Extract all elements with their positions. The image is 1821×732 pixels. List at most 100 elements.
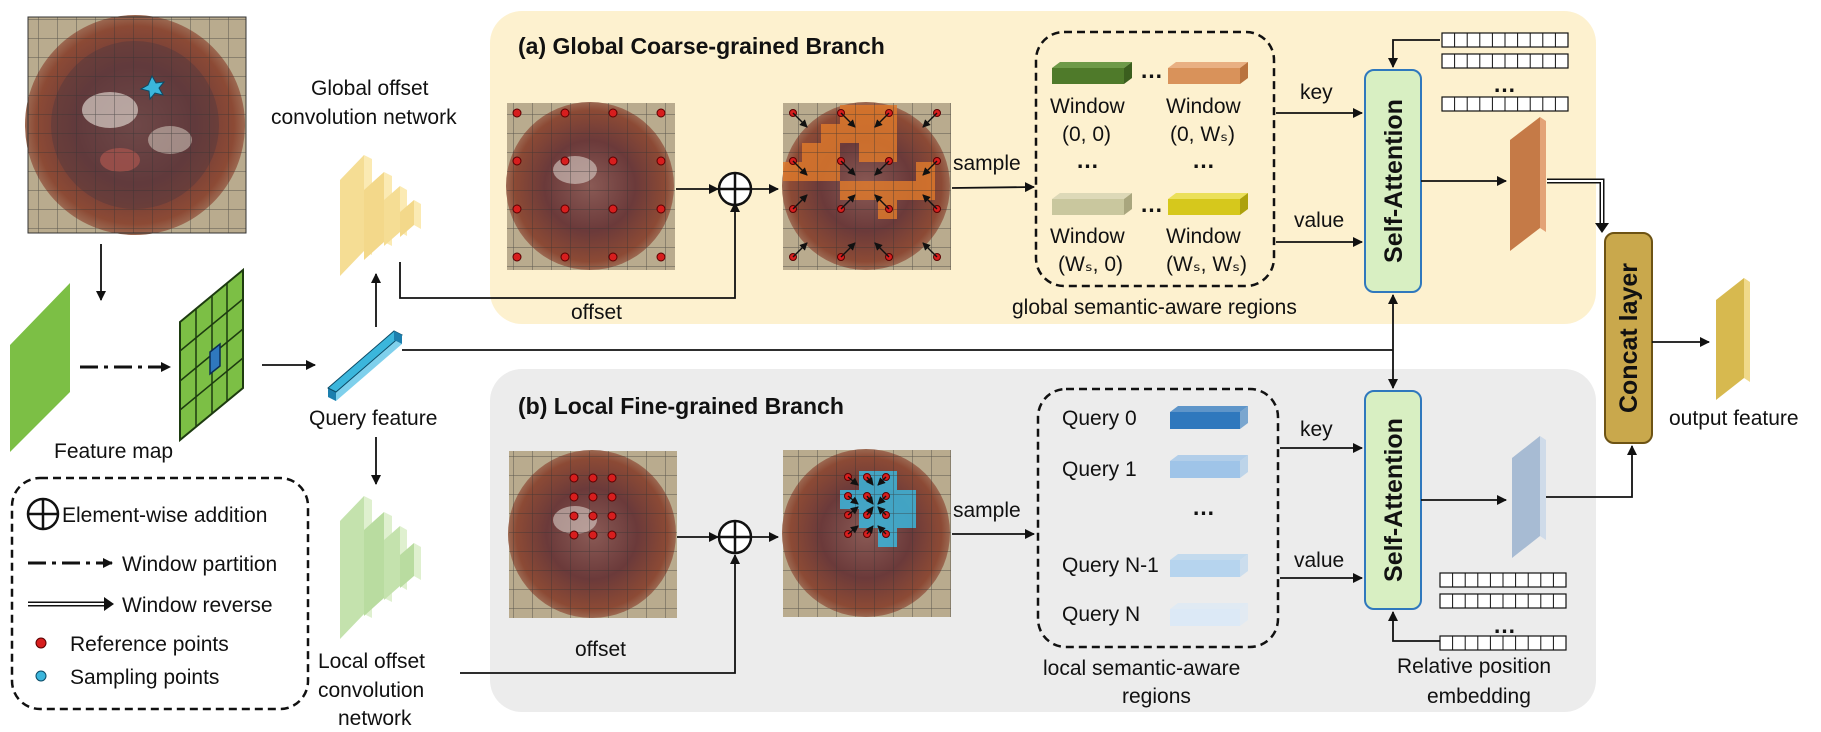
global-value-label: value [1294,209,1344,232]
global-sample-label: sample [953,152,1021,175]
offset-arrow [865,476,874,486]
reference-point [656,204,666,214]
local-queries-box [1036,387,1280,649]
reference-point [569,473,579,483]
window-ws-ws [1168,193,1248,215]
offset-arrow [792,160,808,176]
query-bar-top [1170,554,1248,560]
query-feature-label: Query feature [309,407,437,430]
reference-point [588,492,598,502]
reference-point [569,492,579,502]
reference-point [588,530,598,540]
offset-arrow [922,194,938,210]
local-reference-image [508,450,677,618]
local-offset-net-label-3: network [338,707,412,730]
global-offset-label: offset [571,301,622,324]
legend-reference-label: Reference points [70,633,229,656]
output-feature-patch [1716,278,1750,400]
reference-point [569,511,579,521]
offset-arrow [874,194,890,210]
local-element-wise-add-icon [717,519,753,555]
query-bar [1170,412,1240,429]
reference-point [560,204,570,214]
offset-arrow [877,506,887,516]
input-image [25,15,247,235]
reference-point [512,108,522,118]
reference-point [607,492,617,502]
reference-point [560,252,570,262]
global-ellipsis-top: … [1140,57,1163,83]
query-bar-side [1240,455,1248,478]
feature-map-slab [10,283,70,452]
window-ws-0-index: (Wₛ, 0) [1058,253,1123,276]
global-embedding-arrow [1388,39,1440,68]
local-self-attention-label: Self-Attention [1380,418,1408,582]
window-0-ws-index: (0, Wₛ) [1170,123,1235,146]
local-offset-net-label-2: convolution [318,679,424,702]
relative-position-label-2: embedding [1427,685,1531,708]
offset-arrow [865,495,874,505]
reference-point [656,108,666,118]
window-ws-0-name: Window [1050,225,1126,248]
offset-arrow [865,525,874,535]
offset-arrow [922,160,938,176]
reference-point [588,511,598,521]
offset-arrow [792,194,808,210]
legend-sampling-label: Sampling points [70,666,219,689]
local-branch-panel [490,369,1596,712]
global-output-patch [1510,117,1546,251]
local-position-embeddings [1439,572,1567,651]
legend-addition-icon [26,497,60,531]
global-windows-box [1034,30,1276,288]
offset-arrow [840,112,856,128]
query-bar-top [1170,406,1248,412]
query-bar-top [1170,455,1248,461]
window-0-ws-name: Window [1166,95,1242,118]
local-output-patch [1512,436,1546,558]
offset-arrow [847,525,859,535]
query-star-icon [139,74,166,101]
local-to-concat-arrow [1546,445,1637,498]
query-n-1-label: Query N-1 [1062,554,1159,577]
global-ellipsis-right: … [1192,147,1215,173]
legend-reverse-label: Window reverse [122,594,273,617]
global-position-embeddings [1441,32,1569,112]
local-offset-arrow [460,554,740,674]
local-embedding-arrow [1388,611,1440,642]
reference-point [607,530,617,540]
query-bar [1170,609,1240,626]
global-offset-network-icon [340,155,421,276]
query-feature-bar [327,330,403,401]
legend-reference-dot [35,637,47,649]
reference-point [607,511,617,521]
reference-point [560,108,570,118]
query-bar [1170,560,1240,577]
query-bar-side [1240,554,1248,577]
query-n-label: Query N [1062,603,1140,626]
window-ws-ws-name: Window [1166,225,1242,248]
global-ellipsis-bottom: … [1140,191,1163,217]
window-ws-0 [1052,193,1132,215]
offset-arrow [877,495,887,505]
offset-arrow [792,112,808,128]
query-0-label: Query 0 [1062,407,1137,430]
global-self-attention-label: Self-Attention [1380,99,1408,263]
query-1-label: Query 1 [1062,458,1137,481]
reference-point [512,156,522,166]
query-bar [1170,461,1240,478]
global-element-wise-add-icon [717,171,753,207]
offset-arrow [874,242,890,258]
offset-arrow [922,242,938,258]
offset-arrow [865,506,874,516]
offset-arrow [874,112,890,128]
local-branch-title: (b) Local Fine-grained Branch [518,393,844,419]
legend-addition-label: Element-wise addition [62,504,267,527]
offset-arrow [847,506,859,516]
global-reference-image [506,102,675,270]
offset-arrow [847,476,859,486]
offset-arrow [840,194,856,210]
query-ellipsis: … [1192,494,1215,520]
offset-arrow [840,242,856,258]
global-offset-net-label-2: convolution network [271,106,457,129]
